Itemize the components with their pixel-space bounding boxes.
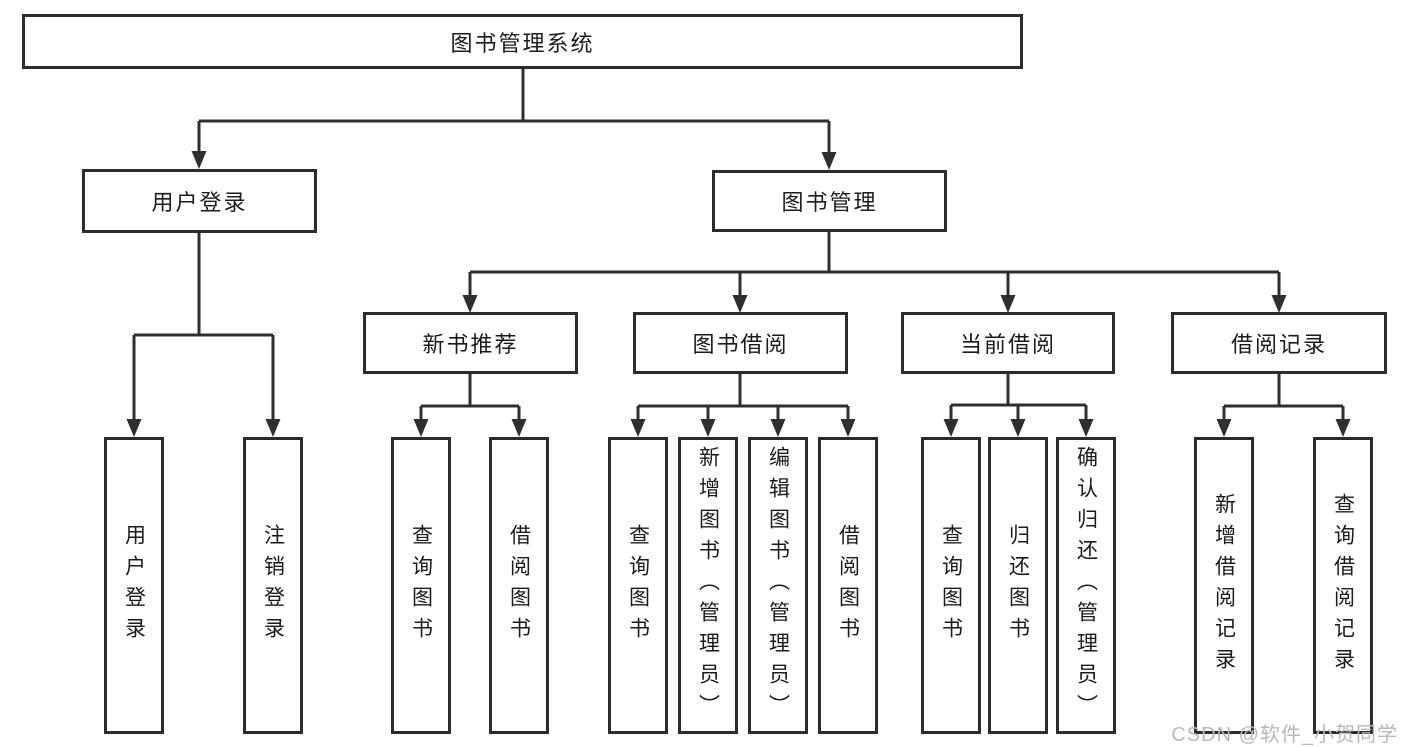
leaf-query-books-current: 查询图书 bbox=[921, 437, 981, 734]
node-new-book-rec: 新书推荐 bbox=[363, 312, 578, 374]
node-label: 图书借阅 bbox=[692, 332, 789, 357]
leaf-borrow-books-recommend: 借阅图书 bbox=[489, 437, 549, 734]
arrowhead-down-icon bbox=[462, 295, 478, 313]
connector-root bbox=[191, 69, 837, 170]
node-current-borrow: 当前借阅 bbox=[901, 312, 1115, 374]
arrowhead-down-icon bbox=[191, 151, 207, 169]
connector-user-login bbox=[126, 233, 281, 437]
connector-line bbox=[197, 69, 831, 153]
leaf-confirm-return-admin: 确认归还（管理员） bbox=[1056, 437, 1116, 734]
arrowhead-down-icon bbox=[821, 152, 837, 170]
leaf-logout: 注销登录 bbox=[243, 437, 303, 734]
watermark: CSDN @软件_小贺同学 bbox=[1171, 724, 1398, 746]
arrowhead-down-icon bbox=[630, 419, 646, 437]
connector-new-book-rec bbox=[413, 374, 527, 437]
connector-line bbox=[468, 232, 1281, 297]
leaf-label: 新增图书（管理员） bbox=[696, 446, 720, 725]
leaf-label: 查询图书 bbox=[626, 523, 650, 648]
arrowhead-down-icon bbox=[1271, 295, 1287, 313]
node-book-mgmt: 图书管理 bbox=[712, 170, 947, 232]
node-user-login: 用户登录 bbox=[82, 169, 317, 233]
leaf-label: 归还图书 bbox=[1006, 523, 1030, 648]
arrowhead-down-icon bbox=[1000, 295, 1016, 313]
arrowhead-down-icon bbox=[126, 419, 142, 437]
arrowhead-down-icon bbox=[700, 419, 716, 437]
leaf-query-books-recommend: 查询图书 bbox=[391, 437, 451, 734]
node-label: 图书管理系统 bbox=[450, 30, 595, 56]
leaf-label: 新增借阅记录 bbox=[1212, 492, 1236, 679]
arrowhead-down-icon bbox=[265, 419, 281, 437]
arrowhead-down-icon bbox=[732, 295, 748, 313]
leaf-query-borrow-record: 查询借阅记录 bbox=[1313, 437, 1373, 734]
leaf-add-books-admin: 新增图书（管理员） bbox=[678, 437, 738, 734]
connector-book-borrow bbox=[630, 374, 856, 437]
arrowhead-down-icon bbox=[1335, 419, 1351, 437]
connector-line bbox=[419, 374, 521, 421]
leaf-query-books-borrow: 查询图书 bbox=[608, 437, 668, 734]
connector-line bbox=[636, 374, 850, 421]
arrowhead-down-icon bbox=[943, 419, 959, 437]
leaf-label: 查询图书 bbox=[409, 523, 433, 648]
leaf-label: 确认归还（管理员） bbox=[1074, 446, 1098, 725]
leaf-return-books: 归还图书 bbox=[988, 437, 1048, 734]
node-label: 新书推荐 bbox=[422, 332, 519, 357]
connector-line bbox=[1222, 374, 1345, 421]
node-label: 图书管理 bbox=[781, 190, 878, 215]
node-book-borrow: 图书借阅 bbox=[633, 312, 848, 374]
connector-line bbox=[132, 233, 275, 421]
leaf-label: 用户登录 bbox=[122, 523, 146, 648]
node-root: 图书管理系统 bbox=[22, 14, 1023, 69]
arrowhead-down-icon bbox=[1216, 419, 1232, 437]
node-label: 当前借阅 bbox=[959, 332, 1056, 357]
connector-line bbox=[949, 374, 1088, 421]
leaf-user-login: 用户登录 bbox=[104, 437, 164, 734]
arrowhead-down-icon bbox=[511, 419, 527, 437]
node-label: 借阅记录 bbox=[1230, 332, 1327, 357]
leaf-label: 编辑图书（管理员） bbox=[766, 446, 790, 725]
arrowhead-down-icon bbox=[1078, 419, 1094, 437]
node-label: 用户登录 bbox=[151, 190, 248, 215]
leaf-label: 查询图书 bbox=[939, 523, 963, 648]
leaf-label: 查询借阅记录 bbox=[1331, 492, 1355, 679]
leaf-label: 借阅图书 bbox=[836, 523, 860, 648]
connector-borrow-records bbox=[1216, 374, 1351, 437]
connector-current-borrow bbox=[943, 374, 1094, 437]
connector-book-mgmt bbox=[462, 232, 1287, 313]
leaf-add-borrow-record: 新增借阅记录 bbox=[1194, 437, 1254, 734]
node-borrow-records: 借阅记录 bbox=[1171, 312, 1387, 374]
arrowhead-down-icon bbox=[840, 419, 856, 437]
leaf-label: 借阅图书 bbox=[507, 523, 531, 648]
arrowhead-down-icon bbox=[1010, 419, 1026, 437]
arrowhead-down-icon bbox=[770, 419, 786, 437]
leaf-borrow-books: 借阅图书 bbox=[818, 437, 878, 734]
leaf-edit-books-admin: 编辑图书（管理员） bbox=[748, 437, 808, 734]
leaf-label: 注销登录 bbox=[261, 523, 285, 648]
arrowhead-down-icon bbox=[413, 419, 429, 437]
